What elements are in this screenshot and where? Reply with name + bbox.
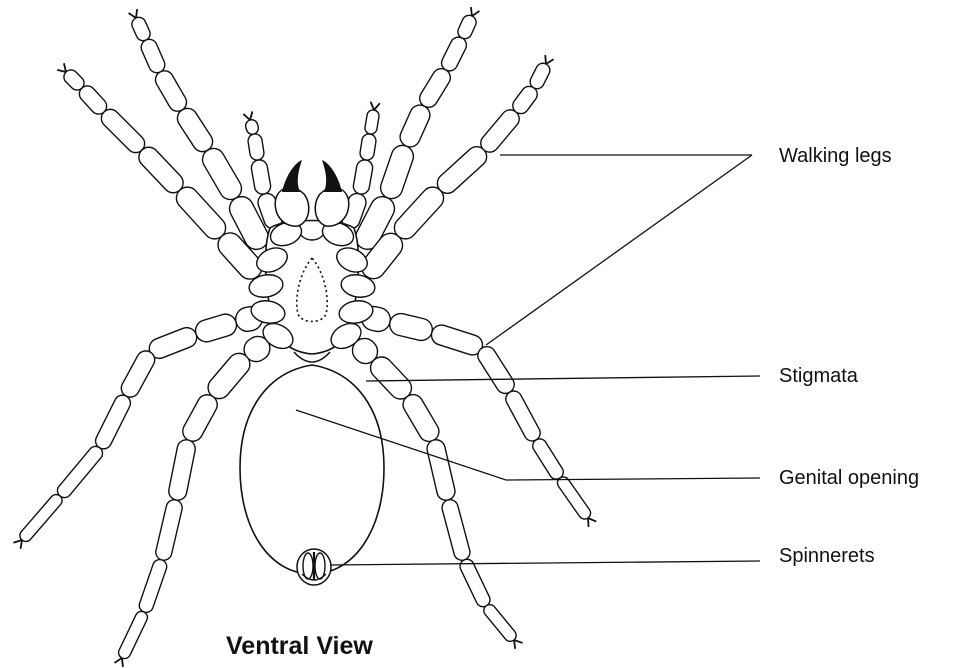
leg-right-4-segment (399, 391, 442, 445)
leg-right-3-segment (555, 475, 593, 522)
pedipalp-right-segment (352, 159, 374, 196)
leg-left-4-segment (154, 498, 184, 562)
leg-left-2-segment (98, 106, 149, 157)
leg-right-4-segment (440, 498, 471, 562)
leader-spinnerets (330, 561, 760, 565)
leg-right-3-segment (530, 436, 566, 481)
leg-right-4-segment (481, 602, 518, 644)
leg-left-1-claw (129, 9, 138, 18)
leg-right-1-segment (397, 102, 433, 150)
leg-left-2-claw (57, 63, 66, 72)
fang-right (322, 160, 342, 192)
leg-left-3-claw (13, 540, 22, 549)
leg-right-3-segment (503, 388, 543, 444)
leg-right-1-segment (416, 65, 453, 110)
leg-left-3-segment (93, 392, 133, 451)
leg-right-1-segment (439, 34, 469, 73)
label-stigmata: Stigmata (779, 365, 858, 388)
leader-walking-legs-lower (486, 155, 752, 345)
leader-stigmata (366, 376, 760, 381)
leg-left-2-segment (135, 143, 188, 197)
leg-left-4-segment (179, 391, 221, 445)
leg-left-4-segment (117, 609, 150, 660)
leg-left-4-segment (137, 558, 168, 615)
label-walking-legs: Walking legs (779, 145, 892, 168)
fang-left (282, 160, 302, 192)
leg-right-4-claw (514, 640, 523, 649)
label-spinnerets: Spinnerets (779, 545, 875, 568)
pedipalp-right-claw (371, 102, 380, 110)
leg-right-3-claw (588, 518, 596, 527)
leg-right-2-segment (528, 61, 553, 91)
leg-left-3-segment (55, 444, 106, 501)
pedipalp-right-segment (364, 109, 380, 135)
leg-right-3-segment (387, 311, 434, 342)
leg-left-4-claw (114, 658, 122, 667)
abdomen (240, 365, 384, 574)
label-genital-opening: Genital opening (779, 467, 919, 490)
leg-right-1-claw (471, 7, 480, 16)
leg-left-1-segment (174, 105, 217, 156)
pedipalp-left-segment (244, 118, 260, 135)
leg-right-2-segment (433, 143, 490, 198)
leg-left-3-segment (118, 348, 158, 401)
pedipalp-right-segment (359, 133, 377, 161)
leg-left-1-segment (152, 67, 190, 114)
leg-left-1-segment (139, 37, 168, 75)
leg-right-4-segment (458, 557, 493, 609)
leg-left-3-segment (17, 492, 64, 544)
pedipalp-left-claw (243, 111, 252, 120)
pedipalps (243, 102, 380, 231)
pedipalp-left-segment (250, 159, 272, 196)
leg-right-4-segment (425, 438, 457, 502)
leg-right-1-segment (378, 142, 417, 201)
leg-right-3-segment (474, 343, 517, 397)
leg-right-3-segment (429, 322, 485, 357)
spinnerets-organ (297, 549, 331, 585)
leg-right-2-segment (477, 106, 523, 156)
pedipalp-left-segment (247, 133, 265, 161)
leg-right-2-claw (545, 55, 553, 64)
leg-left-4-segment (167, 438, 197, 502)
leg-left-3-segment (193, 311, 239, 344)
caption-ventral-view: Ventral View (226, 632, 373, 661)
leg-left-1-segment (198, 144, 245, 203)
